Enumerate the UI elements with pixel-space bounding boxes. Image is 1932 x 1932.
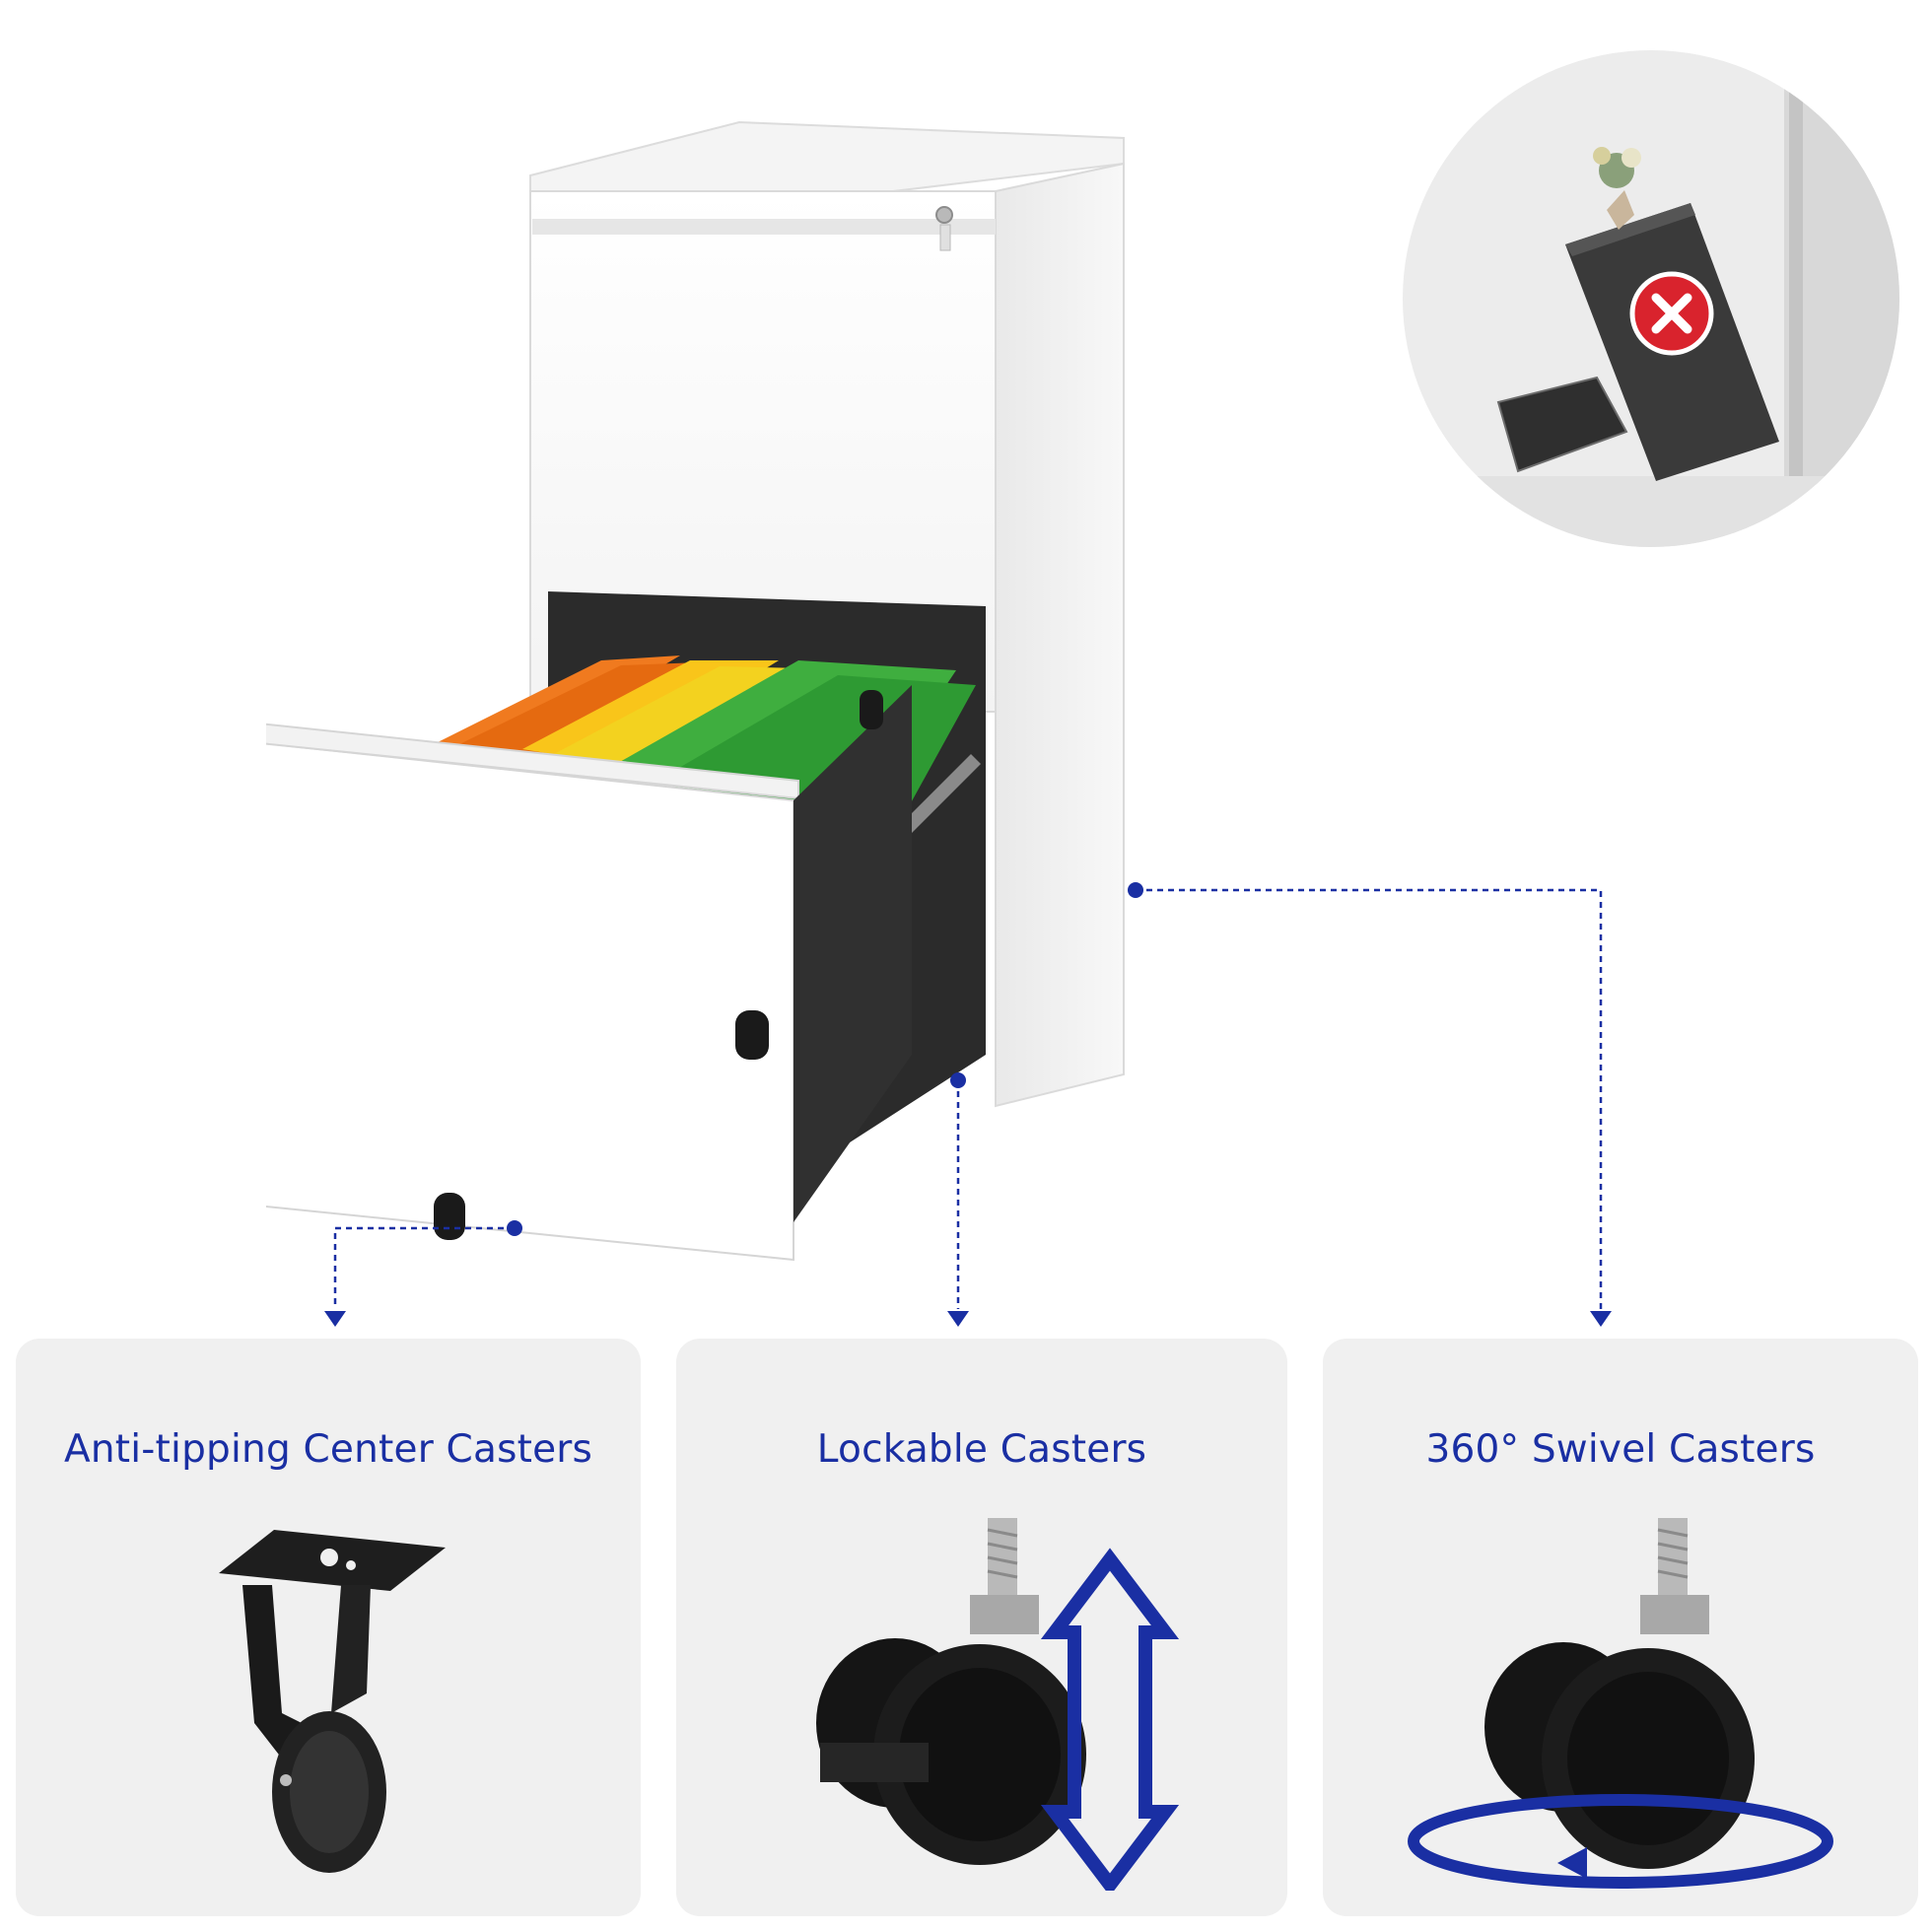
feature-title-anti-tipping: Anti-tipping Center Casters (63, 1427, 593, 1472)
anti-tipping-caster-icon (219, 1530, 446, 1873)
feature-panel-anti-tipping: Anti-tipping Center Casters (16, 1339, 641, 1916)
file-cabinet-illustration (266, 120, 1125, 1262)
feature-panel-lockable: Lockable Casters (676, 1339, 1287, 1916)
swivel-caster-icon (1408, 1518, 1833, 1889)
feature-title-lockable: Lockable Casters (816, 1427, 1147, 1472)
no-tipping-warning-icon (1403, 50, 1899, 547)
lockable-caster-icon (816, 1518, 1180, 1891)
feature-title-swivel: 360° Swivel Casters (1425, 1427, 1816, 1472)
feature-panel-swivel: 360° Swivel Casters (1323, 1339, 1918, 1916)
